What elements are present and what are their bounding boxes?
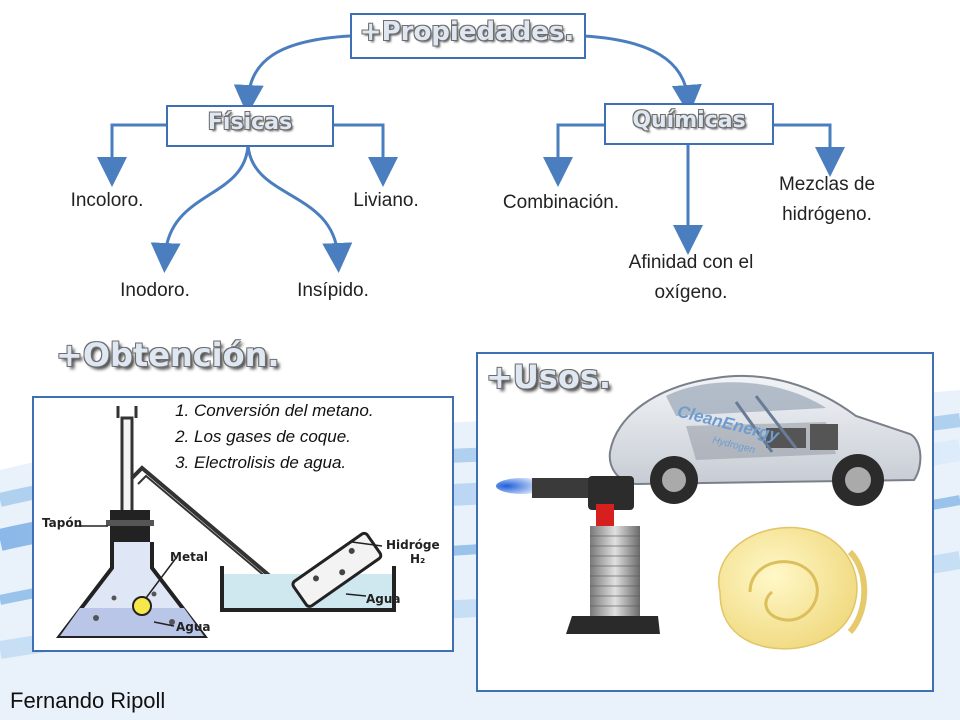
label-agua-right: Agua (366, 592, 401, 606)
obtencion-methods-list: Conversión del metano. Los gases de coqu… (158, 398, 374, 476)
arrow-root-fisicas (233, 34, 351, 115)
root-box (350, 13, 586, 59)
method-item: Conversión del metano. (194, 398, 374, 424)
label-hidrogeno: Hidróge (386, 538, 440, 552)
hydrogen-car-illustration (608, 374, 922, 506)
arrow-liviano (332, 123, 398, 187)
leaf-incoloro: Incoloro. (70, 190, 144, 211)
method-item: Los gases de coque. (194, 424, 374, 450)
fisicas-box (166, 105, 334, 147)
label-metal: Metal (170, 550, 209, 564)
label-tapon: Tapón (42, 516, 83, 530)
author-name: Fernando Ripoll (10, 688, 166, 713)
arrow-root-quimicas (583, 34, 702, 115)
leaf-afinidad: Afinidad con el oxígeno. (628, 252, 754, 303)
method-item: Electrolisis de agua. (194, 450, 374, 476)
blowtorch-illustration (496, 476, 660, 634)
arrow-mezclas (772, 123, 845, 177)
leaf-mezclas: Mezclas de hidrógeno. (778, 174, 876, 225)
electrolysis-apparatus-illustration (55, 406, 396, 638)
butter-curl-illustration (717, 526, 868, 650)
arrow-inodoro (150, 144, 250, 273)
arrow-combinacion (543, 123, 606, 187)
usos-title: +Usos. (486, 358, 612, 396)
leaf-combinacion: Combinación. (502, 192, 620, 213)
arrow-incoloro (97, 123, 168, 187)
arrow-insipido (246, 144, 353, 273)
fisicas-label: Físicas (207, 110, 293, 135)
leaf-liviano: Liviano. (353, 190, 419, 211)
label-h2: H₂ (410, 552, 426, 566)
obtencion-title: +Obtención. (56, 336, 280, 374)
leaf-inodoro: Inodoro. (120, 280, 190, 301)
root-label: +Propiedades. (359, 17, 575, 47)
quimicas-label: Químicas (632, 108, 746, 133)
leaf-insipido: Insípido. (297, 280, 369, 301)
quimicas-box (604, 103, 774, 145)
label-agua-left: Agua (176, 620, 211, 634)
